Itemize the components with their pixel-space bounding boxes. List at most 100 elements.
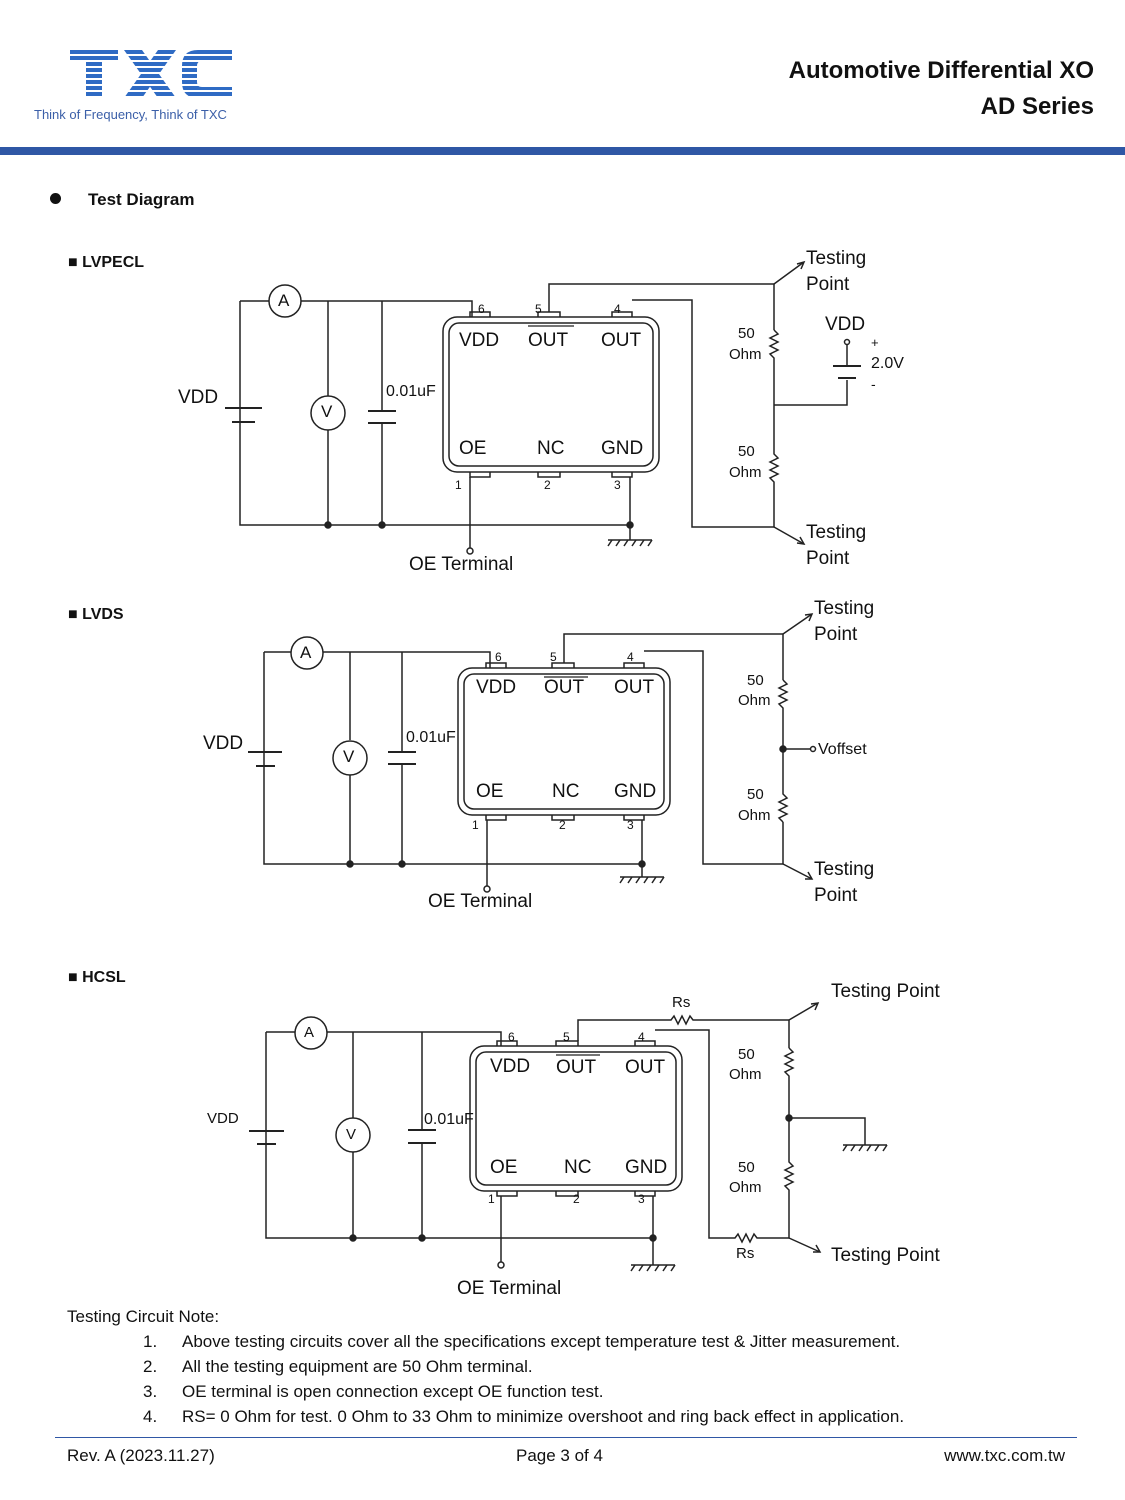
hcsl-pin-number-5: 5: [563, 1030, 570, 1044]
lvds-ammeter-label: A: [300, 643, 312, 662]
lvpecl-pin-number-5: 5: [535, 302, 542, 316]
lvpecl-testing-point-bottom-1: Testing: [806, 522, 867, 543]
note-number: 2.: [143, 1357, 158, 1376]
lvds-testing-point-bottom-1: Testing: [814, 859, 875, 880]
section-bullet: [50, 193, 61, 204]
hcsl-rs-bottom-label: Rs: [736, 1245, 755, 1262]
lvpecl-pin-number-4: 4: [614, 302, 621, 316]
note-text: Above testing circuits cover all the spe…: [182, 1332, 901, 1351]
lvpecl-pin-out: OUT: [601, 330, 642, 351]
lvds-cap-label: 0.01uF: [406, 729, 456, 746]
lvpecl-supply-value: 2.0V: [871, 355, 904, 372]
lvpecl-pin-number-2: 2: [544, 478, 551, 492]
hcsl-diagram: [249, 1002, 888, 1272]
hcsl-pin-oe: OE: [490, 1157, 518, 1178]
lvds-pin-number-3: 3: [627, 818, 634, 832]
lvpecl-supply-label: VDD: [825, 314, 866, 335]
hcsl-ammeter-label: A: [304, 1024, 315, 1041]
lvds-r-bottom-value: 50: [747, 786, 764, 803]
lvpecl-pin-vdd: VDD: [459, 330, 500, 351]
lvpecl-ammeter-label: A: [278, 291, 290, 310]
lvpecl-testing-point-bottom-2: Point: [806, 548, 850, 569]
hcsl-r-top-value: 50: [738, 1046, 755, 1063]
lvpecl-r-bottom-unit: Ohm: [729, 464, 762, 481]
lvds-oe-terminal: OE Terminal: [428, 891, 533, 912]
lvpecl-r-bottom-value: 50: [738, 443, 755, 460]
hcsl-pin-gnd: GND: [625, 1157, 668, 1178]
note-item: 2.All the testing equipment are 50 Ohm t…: [143, 1357, 533, 1377]
lvpecl-voltmeter-label: V: [321, 402, 333, 421]
lvds-r-bottom-unit: Ohm: [738, 807, 771, 824]
hcsl-r-top-unit: Ohm: [729, 1066, 762, 1083]
lvpecl-testing-point-top-1: Testing: [806, 248, 867, 269]
hcsl-pin-vdd: VDD: [490, 1056, 531, 1077]
hcsl-r-bottom-unit: Ohm: [729, 1179, 762, 1196]
hcsl-heading: ■ HCSL: [68, 969, 126, 986]
lvpecl-diagram: [225, 260, 861, 555]
lvds-pin-out: OUT: [614, 677, 655, 698]
lvds-voffset-label: Voffset: [818, 741, 867, 758]
lvds-pin-number-5: 5: [550, 650, 557, 664]
hcsl-voltmeter-label: V: [346, 1126, 357, 1143]
hcsl-testing-point-top: Testing Point: [831, 981, 940, 1002]
lvpecl-supply-plus: +: [871, 335, 879, 350]
hcsl-rs-top-label: Rs: [672, 994, 691, 1011]
lvds-testing-point-bottom-2: Point: [814, 885, 858, 906]
notes-heading: Testing Circuit Note:: [67, 1307, 220, 1326]
lvds-pin-nc: NC: [552, 781, 580, 802]
section-title: Test Diagram: [88, 190, 195, 209]
lvpecl-cap-label: 0.01uF: [386, 383, 436, 400]
note-number: 3.: [143, 1382, 158, 1401]
lvpecl-pin-number-3: 3: [614, 478, 621, 492]
document-subtitle: AD Series: [980, 93, 1094, 120]
lvpecl-pin-out-bar: OUT: [528, 330, 569, 351]
hcsl-vdd-label: VDD: [207, 1110, 239, 1127]
hcsl-pin-number-3: 3: [638, 1192, 645, 1206]
document-title: Automotive Differential XO: [788, 57, 1094, 84]
lvds-pin-vdd: VDD: [476, 677, 517, 698]
txc-logo: [70, 50, 232, 98]
hcsl-r-bottom-value: 50: [738, 1159, 755, 1176]
lvpecl-pin-gnd: GND: [601, 438, 644, 459]
hcsl-pin-nc: NC: [564, 1157, 592, 1178]
lvpecl-r-top-value: 50: [738, 325, 755, 342]
note-item: 1.Above testing circuits cover all the s…: [143, 1332, 900, 1352]
logo-tagline: Think of Frequency, Think of TXC: [34, 107, 227, 122]
lvpecl-pin-number-6: 6: [478, 302, 485, 316]
lvds-vdd-label: VDD: [203, 733, 244, 754]
lvds-testing-point-top-1: Testing: [814, 598, 875, 619]
lvds-voltmeter-label: V: [343, 747, 355, 766]
footer-page-number: Page 3 of 4: [516, 1446, 603, 1465]
lvds-pin-gnd: GND: [614, 781, 657, 802]
lvds-testing-point-top-2: Point: [814, 624, 858, 645]
lvds-pin-number-6: 6: [495, 650, 502, 664]
hcsl-pin-number-1: 1: [488, 1192, 495, 1206]
hcsl-pin-number-6: 6: [508, 1030, 515, 1044]
hcsl-cap-label: 0.01uF: [424, 1111, 474, 1128]
lvpecl-heading: ■ LVPECL: [68, 254, 145, 271]
lvpecl-r-top-unit: Ohm: [729, 346, 762, 363]
note-item: 3. OE terminal is open connection except …: [143, 1382, 603, 1402]
footer-divider: [55, 1437, 1077, 1438]
lvpecl-pin-number-1: 1: [455, 478, 462, 492]
lvds-pin-number-2: 2: [559, 818, 566, 832]
footer-revision: Rev. A (2023.11.27): [67, 1446, 215, 1465]
hcsl-testing-point-bottom: Testing Point: [831, 1245, 940, 1266]
lvpecl-testing-point-top-2: Point: [806, 274, 850, 295]
lvpecl-pin-oe: OE: [459, 438, 487, 459]
lvpecl-vdd-label: VDD: [178, 387, 219, 408]
lvpecl-oe-terminal: OE Terminal: [409, 554, 514, 575]
note-item: 4. RS= 0 Ohm for test. 0 Ohm to 33 Ohm to…: [143, 1407, 904, 1427]
hcsl-oe-terminal: OE Terminal: [457, 1278, 562, 1299]
lvds-pin-number-1: 1: [472, 818, 479, 832]
lvpecl-supply-minus: -: [871, 376, 876, 392]
note-number: 4.: [143, 1407, 158, 1426]
lvds-diagram: [248, 613, 817, 893]
footer-website[interactable]: www.txc.com.tw: [944, 1446, 1065, 1465]
header-band: [0, 147, 1125, 155]
lvds-heading: ■ LVDS: [68, 606, 124, 623]
note-text: OE terminal is open connection except OE…: [182, 1382, 604, 1401]
lvds-pin-oe: OE: [476, 781, 504, 802]
note-text: RS= 0 Ohm for test. 0 Ohm to 33 Ohm to m…: [182, 1407, 905, 1426]
hcsl-pin-out: OUT: [625, 1057, 666, 1078]
